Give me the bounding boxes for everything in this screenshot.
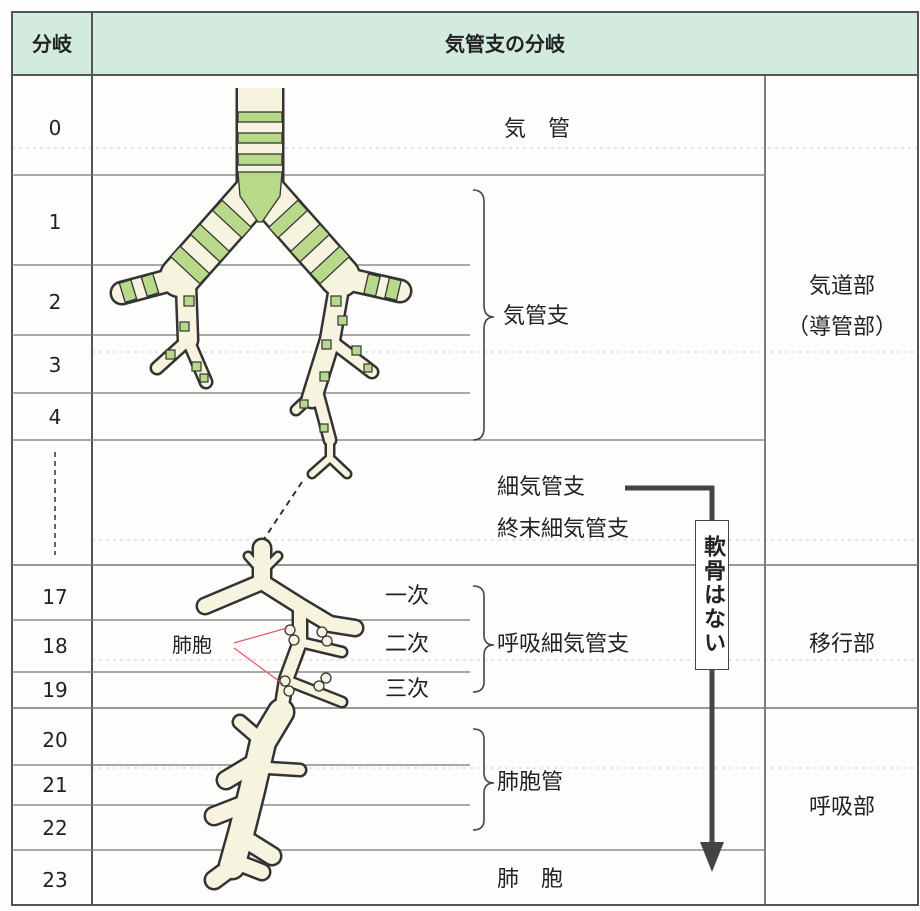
- header-branching: 気管支の分岐: [445, 32, 565, 56]
- row-separators: [12, 174, 918, 851]
- no-cartilage-label: 軟骨はない: [695, 520, 729, 670]
- header-background: [12, 12, 918, 75]
- generation-number: 3: [48, 353, 62, 377]
- label-bronchiole: 細気管支: [497, 475, 586, 500]
- zone-respiratory: 呼吸部: [808, 795, 876, 820]
- generation-number: 19: [42, 678, 68, 702]
- zone-conducting: 気道部: [808, 274, 876, 299]
- label-alveoli: 肺 胞: [497, 867, 564, 892]
- label-trachea: 気 管: [503, 117, 571, 142]
- label-terminal-bronchiole: 終末細気管支: [497, 517, 630, 542]
- label-alveolus-pointer: 肺胞: [172, 633, 212, 657]
- alveolus-pointer-lines: [233, 627, 288, 685]
- no-cartilage-arrow: [625, 485, 715, 848]
- label-secondary: 二次: [385, 632, 430, 657]
- generation-number: 1: [48, 210, 62, 234]
- generation-number: 23: [42, 868, 68, 892]
- generation-number: 0: [48, 116, 62, 140]
- generation-number: 18: [42, 634, 68, 658]
- cartilage-plates: [165, 295, 373, 433]
- label-tertiary: 三次: [385, 677, 430, 702]
- label-respiratory-bronchiole: 呼吸細気管支: [497, 632, 630, 657]
- generation-number: 2: [48, 290, 62, 314]
- zone-conducting-alt: （導管部）: [786, 315, 898, 340]
- label-bronchi: 気管支: [503, 304, 570, 329]
- generation-number: 20: [42, 728, 68, 752]
- generation-number: 22: [42, 816, 68, 840]
- table-frame: [11, 11, 919, 906]
- generation-number: 21: [42, 773, 68, 797]
- label-alveolar-duct: 肺胞管: [497, 770, 564, 795]
- generation-number: 17: [42, 585, 68, 609]
- cartilage-rings: [118, 111, 402, 304]
- guide-lines: [12, 147, 918, 769]
- label-primary: 一次: [385, 584, 430, 609]
- generation-number: 4: [48, 405, 62, 429]
- arrow-head: [700, 842, 724, 872]
- braces: [472, 189, 495, 831]
- header-generation: 分岐: [32, 32, 72, 56]
- zone-transitional: 移行部: [808, 632, 876, 657]
- continuation-dashes: [257, 481, 303, 549]
